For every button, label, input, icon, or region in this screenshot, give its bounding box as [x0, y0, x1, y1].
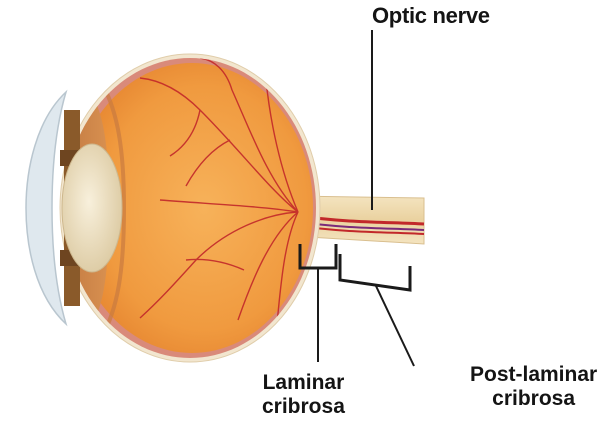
- post-laminar-label-line1: Post-laminar: [470, 363, 597, 387]
- laminar-label-line1: Laminar: [262, 371, 345, 395]
- post-laminar-cribrosa-bracket: [340, 254, 410, 290]
- lens: [62, 144, 122, 272]
- laminar-label-line2: cribrosa: [262, 395, 345, 419]
- post-laminar-label-line2: cribrosa: [470, 387, 597, 411]
- laminar-cribrosa-label: Laminar cribrosa: [262, 371, 345, 419]
- post-laminar-leader-line: [376, 286, 414, 366]
- post-laminar-cribrosa-label: Post-laminar cribrosa: [470, 363, 597, 411]
- optic-nerve-label: Optic nerve: [372, 4, 490, 28]
